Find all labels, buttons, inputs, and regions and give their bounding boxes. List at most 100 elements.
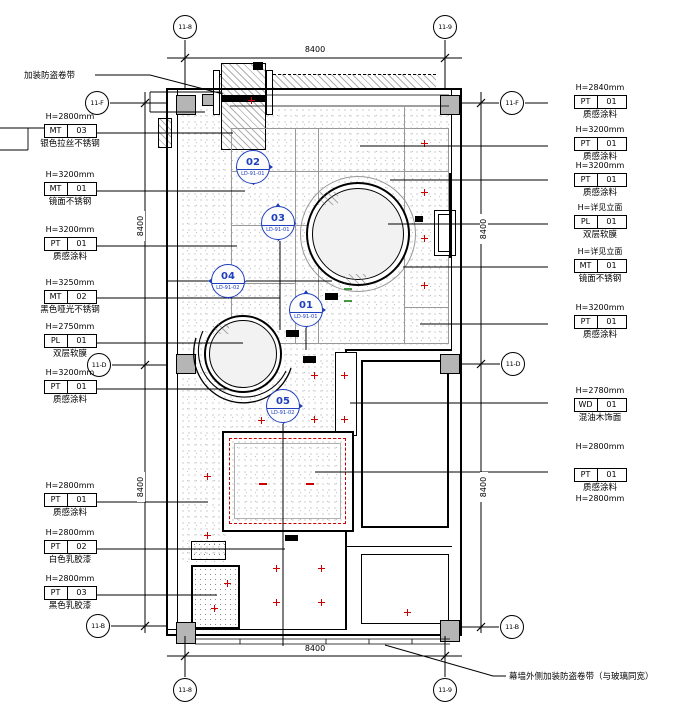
tag-code: WD bbox=[575, 398, 598, 411]
grid-bubble-label: 11-9 bbox=[438, 686, 452, 694]
light-mark bbox=[248, 97, 255, 104]
marker-number: 02 bbox=[237, 157, 269, 170]
tag-height: H=2800mm bbox=[45, 112, 95, 121]
tag-code: PT bbox=[45, 586, 68, 599]
section-stub bbox=[325, 293, 338, 300]
note-security-shutter: 加装防盗卷带 bbox=[24, 71, 76, 81]
material-tag: H=2800mm MT 03 银色拉丝不锈钢 bbox=[20, 112, 120, 149]
tag-height-extra: H=2800mm bbox=[575, 494, 625, 504]
section-stub bbox=[285, 535, 298, 541]
tag-height: H=3200mm bbox=[45, 225, 95, 234]
tag-material: 质感涂料 bbox=[52, 251, 87, 262]
tag-height: H=2840mm bbox=[575, 83, 625, 92]
tag-code: PT bbox=[45, 493, 68, 506]
light-mark bbox=[258, 417, 265, 424]
tag-material: 质感涂料 bbox=[52, 394, 87, 405]
marker-circle: 04 LD-91-02 bbox=[211, 264, 245, 298]
tag-num: 03 bbox=[76, 587, 87, 597]
tag-height: H=3250mm bbox=[45, 278, 95, 287]
column bbox=[176, 354, 196, 374]
tag-num: 03 bbox=[76, 125, 87, 135]
column bbox=[440, 620, 460, 642]
light-mark bbox=[421, 282, 428, 289]
marker-number: 04 bbox=[212, 271, 244, 284]
tag-material: 质感涂料 bbox=[52, 507, 87, 518]
hatch-patch bbox=[213, 324, 229, 334]
light-mark bbox=[311, 372, 318, 379]
hatch-patch bbox=[318, 192, 338, 205]
column bbox=[176, 622, 196, 644]
grid-bubble-label: 11-D bbox=[505, 360, 521, 368]
marker-number: 01 bbox=[290, 300, 322, 313]
tag-material: 黑色哑光不锈钢 bbox=[40, 304, 100, 315]
tag-code-box: MT 03 bbox=[43, 123, 97, 138]
tag-num: 01 bbox=[606, 174, 617, 184]
tag-height: H=2800mm bbox=[45, 574, 95, 583]
grid-bubble-left-mid: 11-D bbox=[87, 353, 111, 377]
tag-material: 质感涂料 bbox=[582, 109, 617, 120]
tag-num: 02 bbox=[76, 291, 87, 301]
dim-right-lower: 8400 bbox=[479, 472, 488, 502]
tag-code: PT bbox=[575, 315, 598, 328]
grid-bubble-bottom-left: 11-8 bbox=[173, 678, 197, 702]
tag-code: PT bbox=[575, 468, 598, 481]
marker-sheet-ref: LD-91-02 bbox=[271, 409, 295, 416]
ceiling-notch bbox=[335, 352, 357, 436]
tag-num: 01 bbox=[606, 469, 617, 479]
tag-height: H=3200mm bbox=[45, 170, 95, 179]
grid-bubble-left-bot: 11-B bbox=[86, 614, 110, 638]
section-stub bbox=[415, 216, 423, 222]
tag-code: PT bbox=[45, 237, 68, 250]
dim-top: 8400 bbox=[300, 46, 330, 54]
tag-num: 02 bbox=[76, 541, 87, 551]
marker-sheet-ref: LD-91-01 bbox=[266, 226, 290, 233]
tag-height: H=2800mm bbox=[45, 528, 95, 537]
light-mark bbox=[421, 235, 428, 242]
light-mark bbox=[204, 473, 211, 480]
tag-material: 质感涂料 bbox=[582, 482, 617, 493]
light-mark bbox=[404, 609, 411, 616]
grid-bubble-label: 11-F bbox=[505, 99, 519, 107]
ceiling-divider-line bbox=[345, 546, 452, 547]
light-mark bbox=[421, 140, 428, 147]
marker-circle: 03 LD-91-01 bbox=[261, 206, 295, 240]
elevation-marker-04: 04 LD-91-02 bbox=[208, 263, 246, 299]
tag-height: H=3200mm bbox=[575, 125, 625, 134]
grid-bubble-label: 11-B bbox=[505, 623, 519, 631]
tag-code: MT bbox=[575, 259, 598, 272]
light-mark bbox=[318, 599, 325, 606]
light-mark bbox=[311, 416, 318, 423]
grid-bubble-label: 11-F bbox=[90, 99, 104, 107]
dim-right-upper: 8400 bbox=[479, 214, 488, 244]
paint-strip-box bbox=[191, 541, 226, 560]
marker-sheet-ref: LD-91-02 bbox=[216, 284, 240, 291]
tag-material: 白色乳胶漆 bbox=[48, 554, 92, 565]
tag-material: 混油木饰面 bbox=[578, 412, 622, 423]
light-mark bbox=[341, 372, 348, 379]
tag-material: 双层软膜 bbox=[52, 348, 87, 359]
elevation-marker-03: 03 LD-91-01 bbox=[260, 203, 296, 241]
section-stub bbox=[303, 356, 316, 363]
tag-code: MT bbox=[45, 124, 68, 137]
tag-height: H=2780mm bbox=[575, 386, 625, 395]
note-curtainwall-shutter: 幕墙外侧加装防盗卷带（与玻璃同宽） bbox=[509, 672, 654, 682]
tag-material: 质感涂料 bbox=[582, 187, 617, 198]
tag-code: PT bbox=[45, 380, 68, 393]
dim-bottom: 8400 bbox=[300, 645, 330, 653]
tag-material: 银色拉丝不锈钢 bbox=[40, 138, 100, 149]
elevation-marker-01: 01 LD-91-01 bbox=[288, 290, 326, 328]
light-mark bbox=[273, 565, 280, 572]
light-mark bbox=[204, 532, 211, 539]
